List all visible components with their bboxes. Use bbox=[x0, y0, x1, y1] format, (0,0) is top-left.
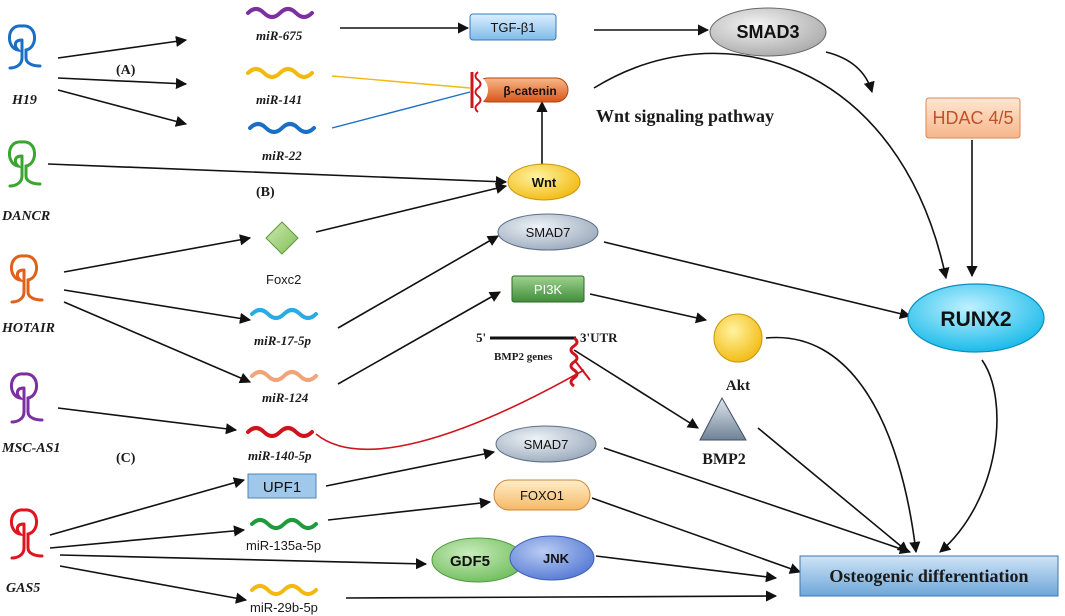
foxo1-node: FOXO1 bbox=[493, 479, 591, 511]
smad7-top-node: SMAD7 bbox=[497, 213, 599, 251]
mirna-17-label: miR-17-5p bbox=[254, 333, 312, 348]
inhibition-lines bbox=[315, 72, 591, 451]
lncrna-h19-icon bbox=[8, 24, 42, 70]
akt-label: Akt bbox=[726, 378, 750, 394]
mirna-22-squiggle bbox=[248, 122, 316, 134]
smad3-node: SMAD3 bbox=[709, 7, 827, 57]
bmp2-node: BMP2 bbox=[699, 396, 747, 468]
lncrna-msc-as1-label: MSC-AS1 bbox=[1, 441, 60, 456]
tgf-beta1-node: TGF-β1 bbox=[469, 13, 557, 41]
foxc2-label: Foxc2 bbox=[266, 272, 301, 287]
upf1-label: UPF1 bbox=[263, 479, 301, 496]
mirna-17-squiggle bbox=[250, 308, 318, 320]
mirna-675-squiggle bbox=[246, 7, 314, 19]
gene-3utr-label: 3'UTR bbox=[580, 330, 618, 345]
akt-node: Akt bbox=[713, 313, 763, 394]
mirna-675-label: miR-675 bbox=[256, 28, 303, 43]
wnt-pathway-label: Wnt signaling pathway bbox=[596, 106, 774, 126]
runx2-label: RUNX2 bbox=[940, 308, 1011, 331]
gene-bmp2-label: BMP2 genes bbox=[494, 351, 553, 363]
foxo1-label: FOXO1 bbox=[520, 488, 564, 503]
gdf5-label: GDF5 bbox=[450, 553, 490, 570]
runx2-node: RUNX2 bbox=[907, 283, 1045, 353]
mirna-124-label: miR-124 bbox=[262, 390, 309, 405]
foxc2-node: Foxc2 bbox=[265, 221, 301, 287]
mirna-140-label: miR-140-5p bbox=[248, 448, 312, 463]
mirna-135a-label: miR-135a-5p bbox=[246, 538, 321, 553]
tgf-beta1-label: TGF-β1 bbox=[490, 20, 535, 35]
section-label-a: (A) bbox=[116, 63, 136, 78]
smad7-bottom-node: SMAD7 bbox=[495, 425, 597, 463]
wnt-node: Wnt bbox=[507, 163, 581, 201]
section-label-c: (C) bbox=[116, 451, 136, 466]
upf1-node: UPF1 bbox=[247, 473, 317, 499]
bmp2-label: BMP2 bbox=[702, 451, 746, 468]
pi3k-label: PI3K bbox=[534, 282, 563, 297]
mirna-29b-squiggle bbox=[250, 584, 318, 596]
hdac-label: HDAC 4/5 bbox=[932, 108, 1013, 128]
lncrna-gas5-label: GAS5 bbox=[6, 581, 40, 596]
smad7-top-label: SMAD7 bbox=[526, 225, 571, 240]
section-label-b: (B) bbox=[256, 185, 275, 200]
jnk-label: JNK bbox=[543, 551, 570, 566]
gdf5-jnk-node: GDF5 JNK bbox=[431, 535, 595, 583]
mirna-135a-squiggle bbox=[250, 518, 318, 530]
lncrna-h19-label: H19 bbox=[11, 93, 37, 108]
osteogenic-differentiation-label: Osteogenic differentiation bbox=[829, 566, 1028, 586]
gene-5prime-label: 5' bbox=[476, 330, 486, 345]
pi3k-node: PI3K bbox=[511, 275, 585, 303]
mirna-29b-label: miR-29b-5p bbox=[250, 600, 318, 615]
smad3-label: SMAD3 bbox=[736, 22, 799, 42]
beta-catenin-node: β-catenin bbox=[474, 71, 569, 113]
wnt-label: Wnt bbox=[532, 175, 557, 190]
mirna-140-squiggle bbox=[246, 426, 314, 438]
hdac-node: HDAC 4/5 bbox=[925, 97, 1021, 139]
smad7-bottom-label: SMAD7 bbox=[524, 437, 569, 452]
lncrna-dancr-label: DANCR bbox=[1, 209, 50, 224]
activation-arrows bbox=[47, 22, 998, 604]
lncrna-hotair-label: HOTAIR bbox=[1, 321, 55, 336]
bmp2-gene: 5' 3'UTR BMP2 genes bbox=[476, 330, 618, 388]
mirna-141-squiggle bbox=[246, 67, 314, 79]
mirna-22-label: miR-22 bbox=[262, 148, 302, 163]
beta-catenin-label: β-catenin bbox=[503, 84, 556, 98]
mirna-124-squiggle bbox=[250, 370, 318, 382]
osteogenic-differentiation-node: Osteogenic differentiation bbox=[799, 555, 1059, 597]
mirna-141-label: miR-141 bbox=[256, 92, 302, 107]
lncrna-gas5-icon bbox=[10, 508, 44, 560]
lncrna-hotair-icon bbox=[10, 254, 44, 304]
lncrna-dancr-icon bbox=[8, 140, 42, 188]
lncrna-msc-as1-icon bbox=[10, 372, 44, 424]
